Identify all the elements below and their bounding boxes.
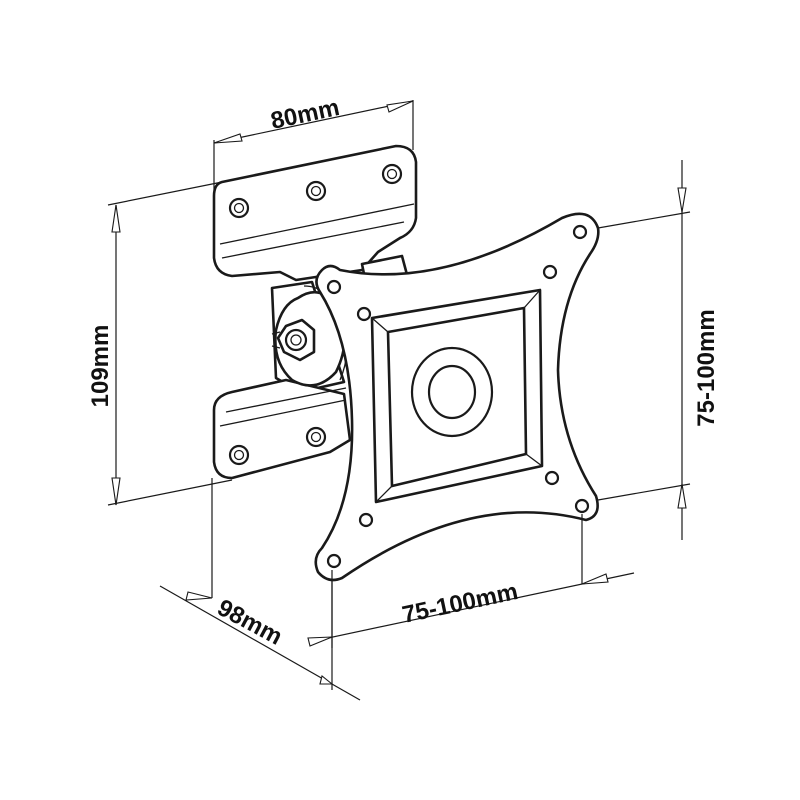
vesa-hole-bl-inner	[358, 512, 374, 528]
wall-plate-lower-fold	[219, 399, 347, 427]
wall-plate-upper-fold	[219, 203, 415, 245]
label-left-height: 109mm	[87, 325, 114, 408]
vesa-hole-bl	[326, 553, 342, 569]
wall-hole-1	[228, 197, 250, 219]
vesa-plate	[314, 212, 600, 582]
wall-hole-5	[305, 426, 327, 448]
vesa-hole-tl-inner	[356, 306, 372, 322]
dimension-left-height: 109mm	[87, 179, 233, 506]
dimension-right-height: 75-100mm	[597, 160, 720, 540]
center-hub-inner	[427, 364, 477, 420]
vesa-hole-tl	[326, 279, 342, 295]
wall-hole-3	[381, 163, 403, 185]
label-depth: 98mm	[213, 594, 287, 650]
label-top-width: 80mm	[268, 94, 341, 135]
dimension-depth: 98mm	[159, 478, 361, 701]
vesa-hole-br	[574, 498, 590, 514]
wall-hole-2	[305, 180, 327, 202]
label-bottom-width: 75-100mm	[400, 578, 520, 629]
pivot-bolt	[284, 328, 308, 352]
wall-hole-4	[228, 444, 250, 466]
label-right-height: 75-100mm	[693, 309, 720, 426]
vesa-hole-tr-inner	[542, 264, 558, 280]
vesa-hole-br-inner	[544, 470, 560, 486]
vesa-hole-tr	[572, 224, 588, 240]
